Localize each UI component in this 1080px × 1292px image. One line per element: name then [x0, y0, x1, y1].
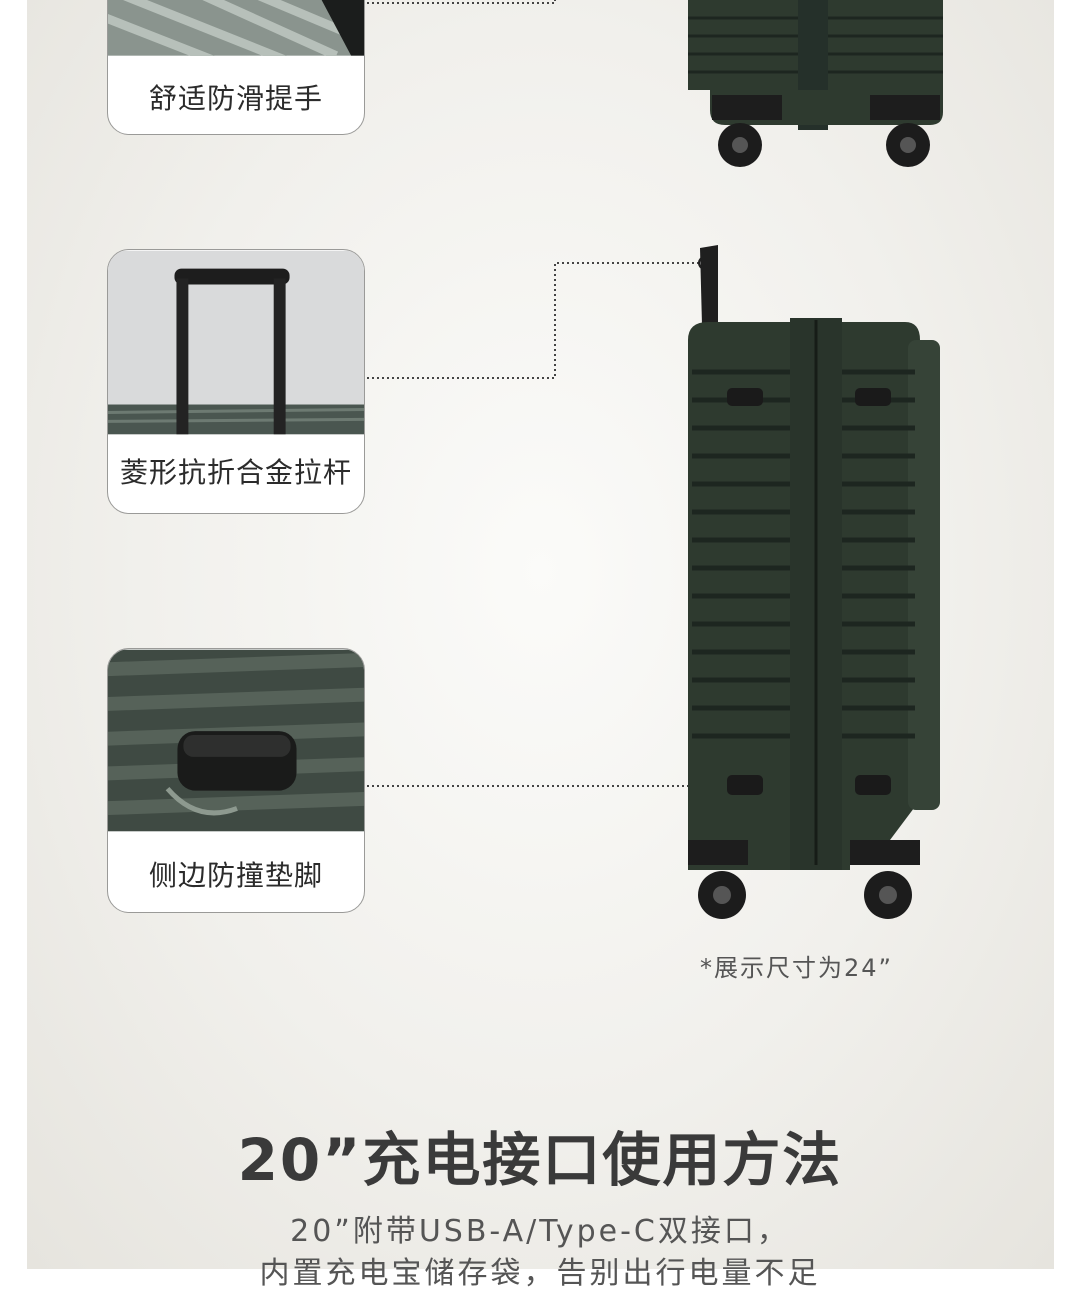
feature-card-trolley: 菱形抗折合金拉杆 — [107, 249, 365, 514]
suitcase-side-image — [688, 245, 940, 919]
feature-label: 舒适防滑提手 — [148, 82, 323, 115]
section-description-line1: 20”附带USB-A/Type-C双接口， — [290, 1214, 790, 1249]
feature-label: 菱形抗折合金拉杆 — [119, 456, 352, 489]
feature-card-handle: 舒适防滑提手 — [107, 0, 365, 135]
wheel-icon — [718, 123, 930, 167]
handle-photo — [108, 0, 364, 56]
size-caption: *展示尺寸为24” — [700, 954, 893, 982]
suitcase-top-image — [688, 0, 943, 167]
section-title: 20”充电接口使用方法 — [237, 1126, 843, 1194]
bumper-photo — [108, 649, 364, 832]
trolley-photo — [108, 250, 364, 435]
section-description-line2: 内置充电宝储存袋，告别出行电量不足 — [259, 1256, 821, 1291]
feature-card-bumper: 侧边防撞垫脚 — [107, 648, 365, 913]
wheel-icon — [698, 871, 912, 919]
feature-label: 侧边防撞垫脚 — [148, 859, 323, 892]
